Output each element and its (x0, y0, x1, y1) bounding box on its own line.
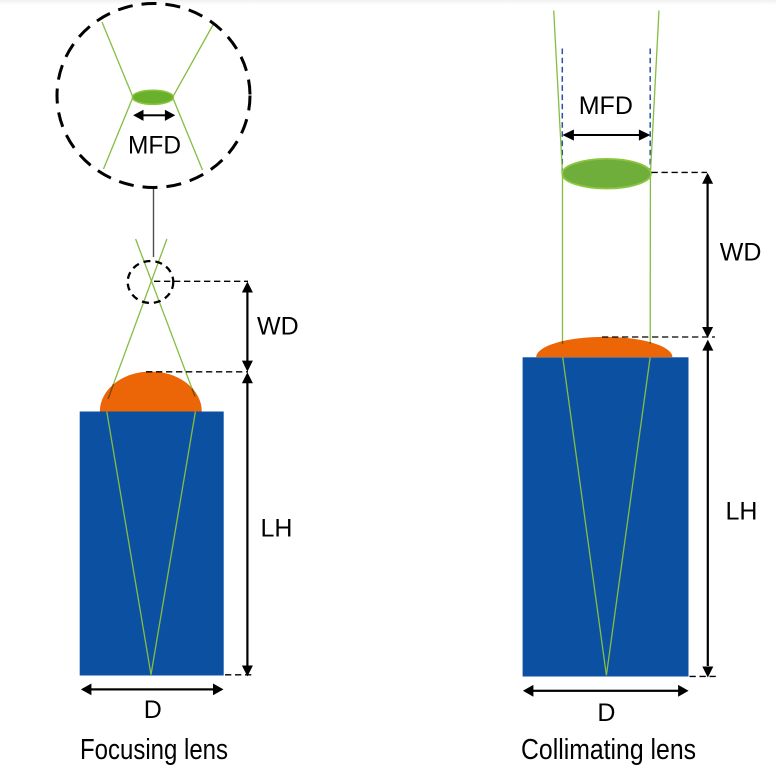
svg-text:D: D (597, 699, 615, 727)
svg-text:Collimating lens: Collimating lens (521, 734, 696, 766)
svg-text:MFD: MFD (128, 132, 181, 160)
svg-text:LH: LH (726, 497, 758, 525)
svg-text:Focusing lens: Focusing lens (80, 734, 228, 766)
svg-text:LH: LH (261, 515, 293, 543)
svg-text:MFD: MFD (579, 92, 633, 120)
svg-text:WD: WD (257, 313, 299, 341)
svg-text:D: D (144, 696, 162, 724)
svg-text:WD: WD (720, 239, 762, 267)
